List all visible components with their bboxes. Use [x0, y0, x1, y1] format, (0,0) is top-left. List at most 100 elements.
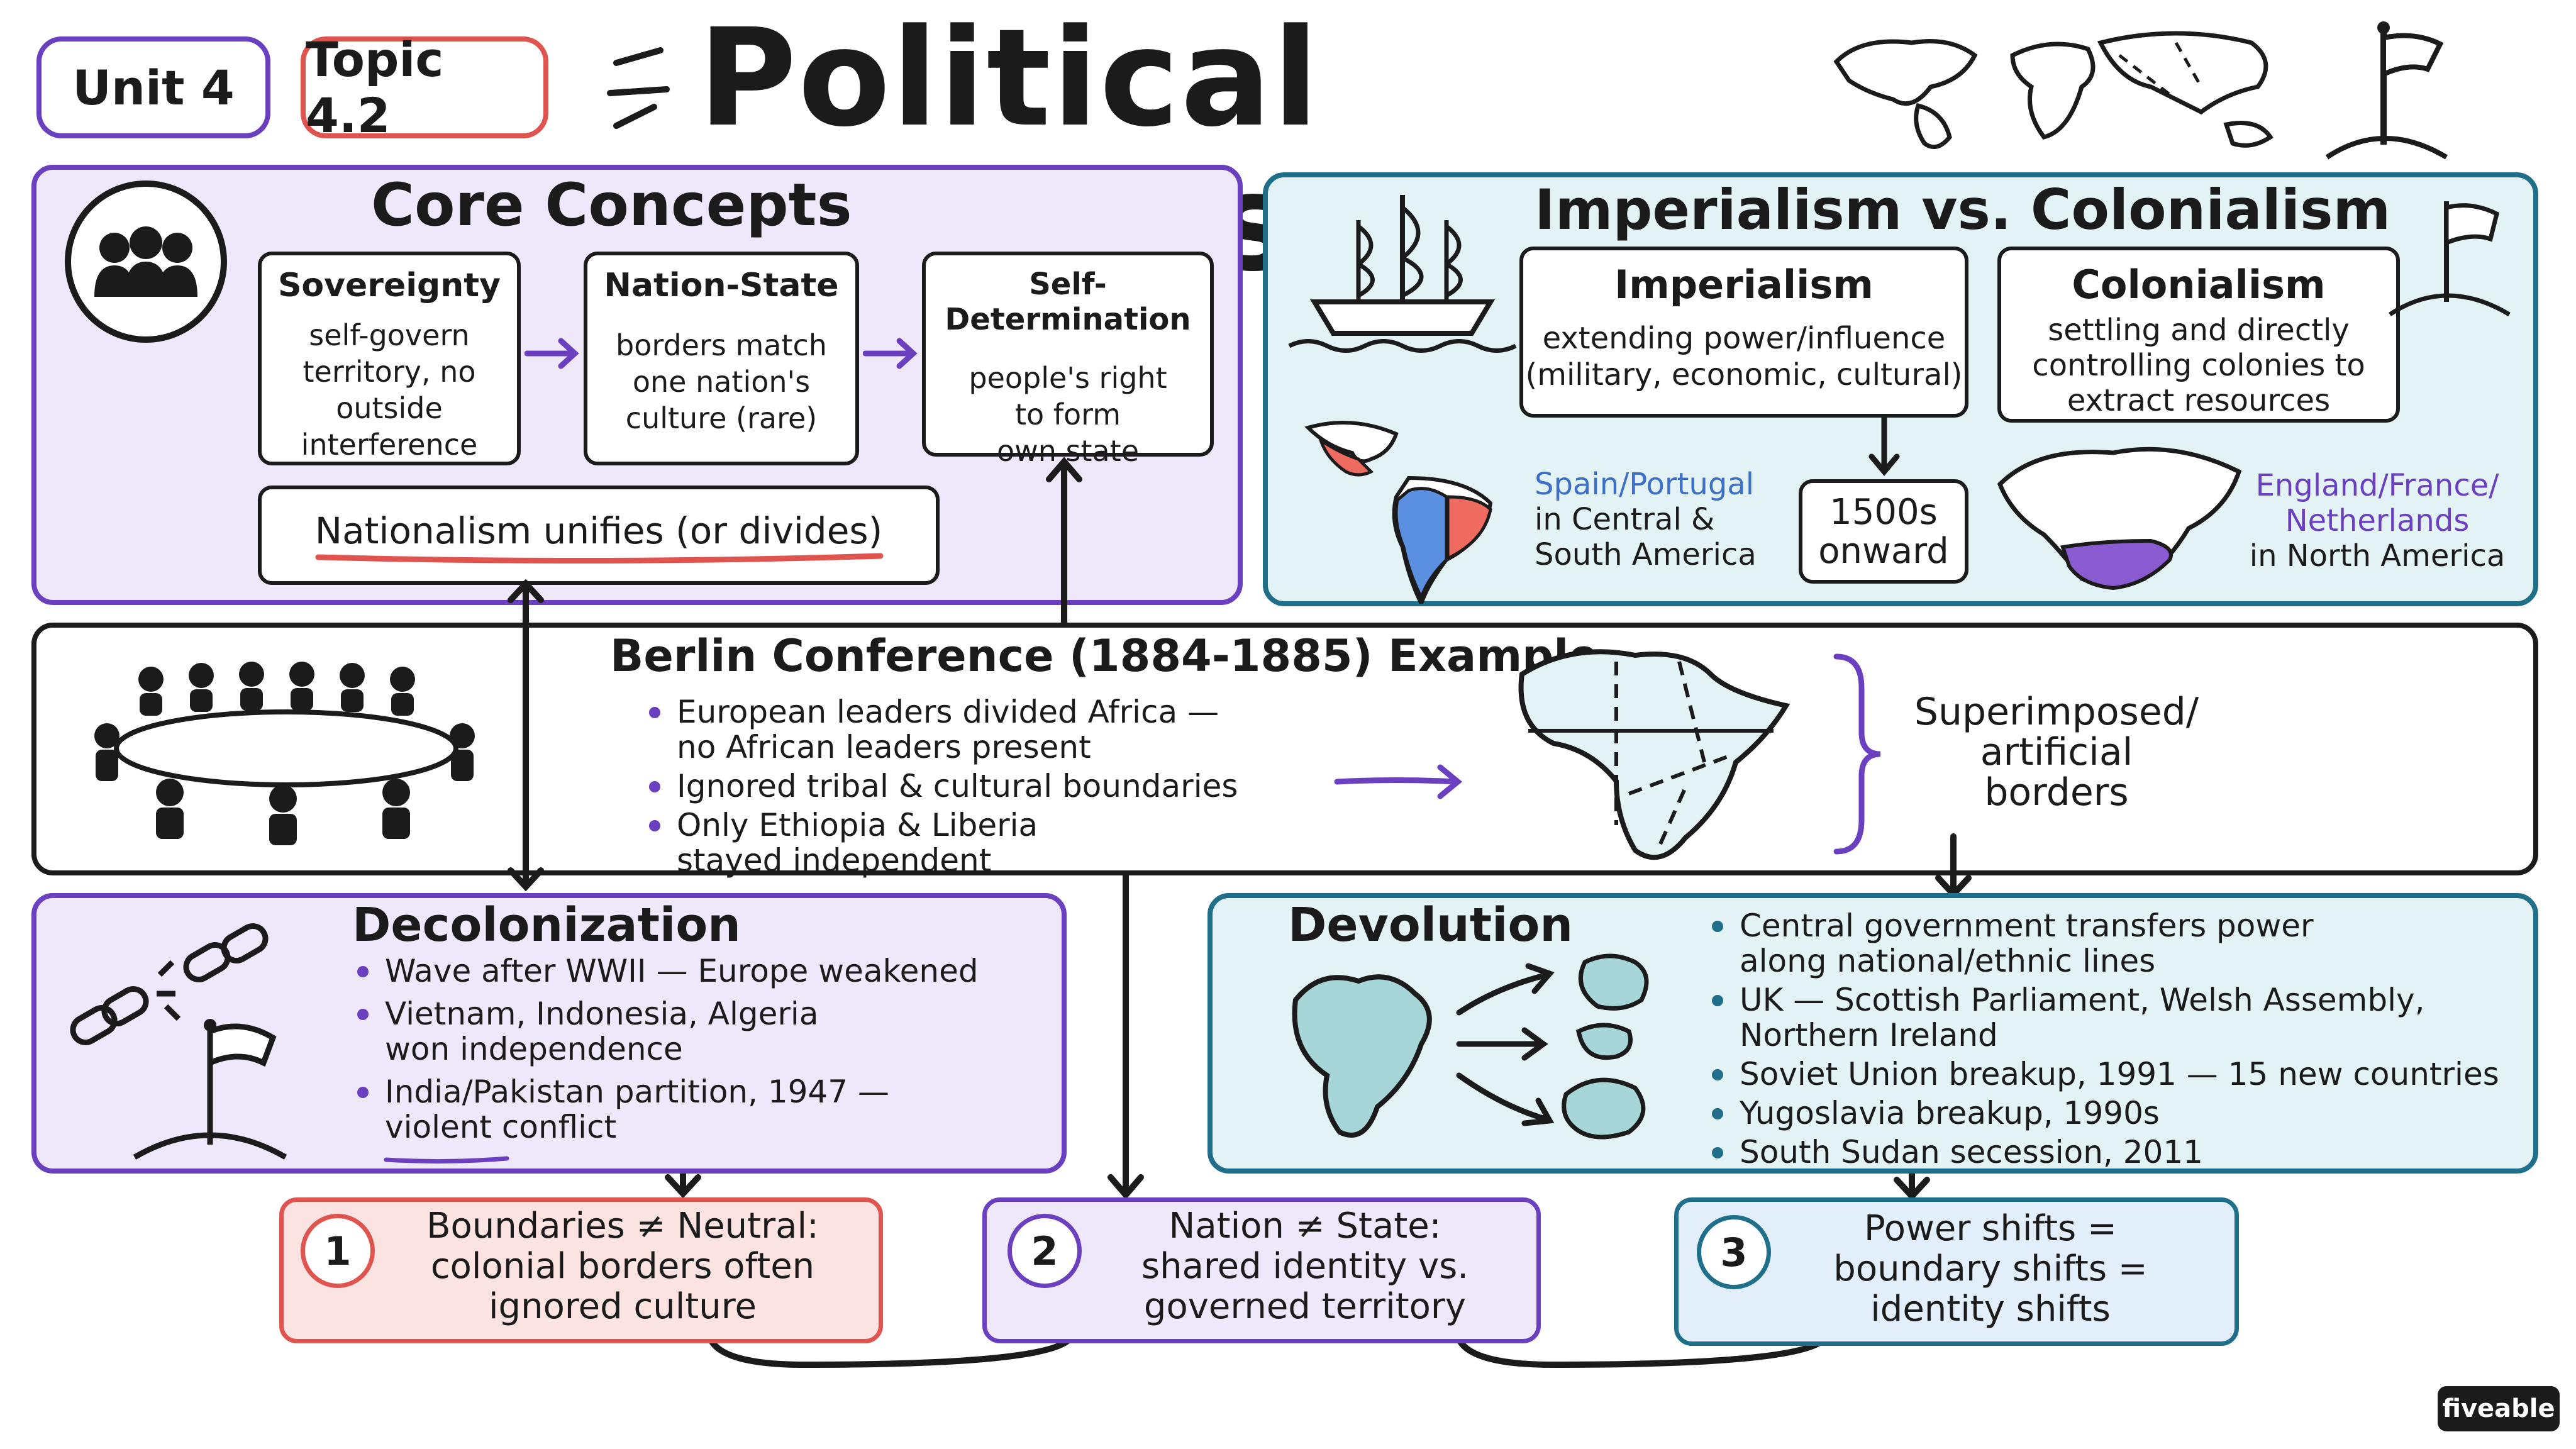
takeaway-line: colonial borders often	[430, 1246, 815, 1287]
bullet-line: Soviet Union breakup, 1991 — 15 new coun…	[1740, 1056, 2499, 1092]
date-badge: 1500s onward	[1799, 479, 1968, 584]
list-item: India/Pakistan partition, 1947 — violent…	[350, 1074, 1041, 1145]
list-item: Wave after WWII — Europe weakened	[350, 953, 1041, 989]
decolonization-title: Decolonization	[352, 898, 741, 952]
emphasis-marks-icon	[607, 47, 670, 129]
spain-line-1: Spain/Portugal	[1535, 467, 1755, 502]
takeaway-line: ignored culture	[489, 1286, 757, 1327]
concept-line: to form	[1014, 397, 1121, 431]
nationalism-box: Nationalism unifies (or divides)	[258, 486, 940, 585]
imperialism-title: Imperialism vs. Colonialism	[1535, 177, 2391, 242]
england-line-1: England/France/	[2255, 468, 2499, 503]
unit-label: Unit 4	[72, 59, 235, 116]
concept-line: self-govern	[309, 318, 470, 352]
concept-line: interference	[301, 428, 478, 462]
date-line: 1500s	[1829, 492, 1938, 533]
devolution-bullets: Central government transfers power along…	[1704, 908, 2528, 1174]
concept-line: outside	[336, 391, 443, 425]
concept-card-sovereignty: Sovereignty self-govern territory, no ou…	[258, 252, 521, 465]
takeaway-line: Power shifts =	[1864, 1208, 2117, 1249]
decolonization-panel	[31, 893, 1067, 1174]
list-item: South Sudan secession, 2011	[1704, 1135, 2528, 1170]
england-line-2: Netherlands	[2285, 503, 2470, 538]
takeaway-line: shared identity vs.	[1141, 1246, 1469, 1287]
brand-label: fiveable	[2442, 1394, 2555, 1423]
arrow-right-icon	[863, 338, 918, 369]
result-line: artificial	[1980, 730, 2133, 774]
colonialism-card: Colonialism settling and directly contro…	[1997, 247, 2400, 423]
sailing-ship-icon	[1288, 195, 1517, 353]
bullet-line: violent conflict	[385, 1109, 617, 1145]
list-item: European leaders divided Africa — no Afr…	[641, 694, 1365, 765]
takeaway-number-3: 3	[1697, 1215, 1771, 1289]
concept-heading: Sovereignty	[277, 267, 501, 304]
spain-portugal-label: Spain/Portugal in Central & South Americ…	[1535, 467, 1757, 572]
concept-line: people's right	[969, 361, 1167, 395]
takeaway-line: identity shifts	[1870, 1289, 2111, 1330]
bullet-line: Only Ethiopia & Liberia	[677, 807, 1038, 843]
bullet-line: Yugoslavia breakup, 1990s	[1740, 1095, 2160, 1131]
bullet-line: Wave after WWII — Europe weakened	[385, 953, 979, 989]
imperialism-line: (military, economic, cultural)	[1525, 357, 1963, 392]
colonialism-line: settling and directly	[2048, 313, 2350, 348]
underline-purple-icon	[384, 1156, 509, 1164]
north-america-map-icon	[1997, 447, 2242, 591]
concept-card-nation-state: Nation-State borders match one nation's …	[584, 252, 859, 465]
fragmenting-territory-icon	[1292, 953, 1649, 1140]
takeaway-line: governed territory	[1143, 1286, 1467, 1327]
list-item: Vietnam, Indonesia, Algeria won independ…	[350, 996, 1041, 1067]
bullet-line: along national/ethnic lines	[1740, 943, 2156, 979]
bullet-line: stayed independent	[677, 842, 992, 879]
bullet-line: Ignored tribal & cultural boundaries	[677, 768, 1238, 804]
brand-badge: fiveable	[2438, 1386, 2560, 1431]
arrow-down-icon	[1868, 415, 1900, 477]
spain-line-3: South America	[1535, 537, 1757, 572]
core-concepts-title: Core Concepts	[371, 171, 852, 240]
list-item: Soviet Union breakup, 1991 — 15 new coun…	[1704, 1057, 2528, 1092]
takeaway-line: Boundaries ≠ Neutral:	[426, 1206, 819, 1246]
nationalism-text: Nationalism unifies (or divides)	[314, 509, 883, 552]
superimposed-borders-label: Superimposed/ artificial borders	[1887, 692, 2226, 813]
bullet-line: European leaders divided Africa —	[677, 694, 1219, 730]
concept-card-self-determination: Self-Determination people's right to for…	[922, 252, 1214, 468]
bullet-line: India/Pakistan partition, 1947 —	[385, 1074, 889, 1110]
flag-icon	[2389, 201, 2511, 317]
bullet-line: Northern Ireland	[1740, 1017, 1998, 1053]
berlin-conference-panel	[31, 623, 2538, 875]
bullet-line: UK — Scottish Parliament, Welsh Assembly…	[1740, 982, 2425, 1018]
takeaway-text-3: Power shifts = boundary shifts = identit…	[1786, 1209, 2195, 1330]
berlin-title: Berlin Conference (1884-1885) Example	[610, 630, 1599, 682]
concept-line: one nation's	[632, 365, 811, 399]
takeaway-text-1: Boundaries ≠ Neutral: colonial borders o…	[377, 1206, 868, 1327]
africa-map-icon	[1518, 649, 1790, 860]
concept-line: borders match	[616, 328, 827, 362]
conference-table-icon	[94, 662, 475, 845]
concept-heading: Nation-State	[604, 267, 839, 304]
list-item: Central government transfers power along…	[1704, 908, 2528, 979]
colonialism-heading: Colonialism	[2072, 262, 2326, 308]
concept-line: culture (rare)	[625, 401, 818, 435]
takeaway-card-1	[279, 1197, 883, 1343]
england-line-3: in North America	[2249, 538, 2506, 574]
imperialism-heading: Imperialism	[1614, 262, 1874, 308]
arrow-right-icon	[1334, 764, 1463, 799]
decolonization-bullets: Wave after WWII — Europe weakened Vietna…	[350, 953, 1041, 1148]
bullet-line: won independence	[385, 1031, 683, 1067]
underline-red-icon	[315, 553, 884, 564]
unit-badge: Unit 4	[36, 36, 270, 138]
people-group-icon	[65, 180, 227, 343]
takeaway-card-2	[982, 1197, 1541, 1343]
berlin-bullets: European leaders divided Africa — no Afr…	[641, 694, 1365, 882]
americas-map-icon	[1304, 421, 1493, 604]
result-line: Superimposed/	[1914, 690, 2199, 734]
takeaway-line: boundary shifts =	[1833, 1248, 2148, 1289]
takeaway-line: Nation ≠ State:	[1169, 1206, 1441, 1246]
takeaway-card-3	[1674, 1197, 2239, 1346]
takeaway-text-2: Nation ≠ State: shared identity vs. gove…	[1088, 1206, 1522, 1327]
colonialism-line: controlling colonies to	[2032, 348, 2365, 383]
takeaway-number-1: 1	[301, 1214, 375, 1288]
topic-badge: Topic 4.2	[301, 31, 548, 143]
list-item: Ignored tribal & cultural boundaries	[641, 769, 1365, 804]
concept-heading: Self-Determination	[945, 267, 1191, 337]
concept-line: territory, no	[303, 355, 476, 389]
